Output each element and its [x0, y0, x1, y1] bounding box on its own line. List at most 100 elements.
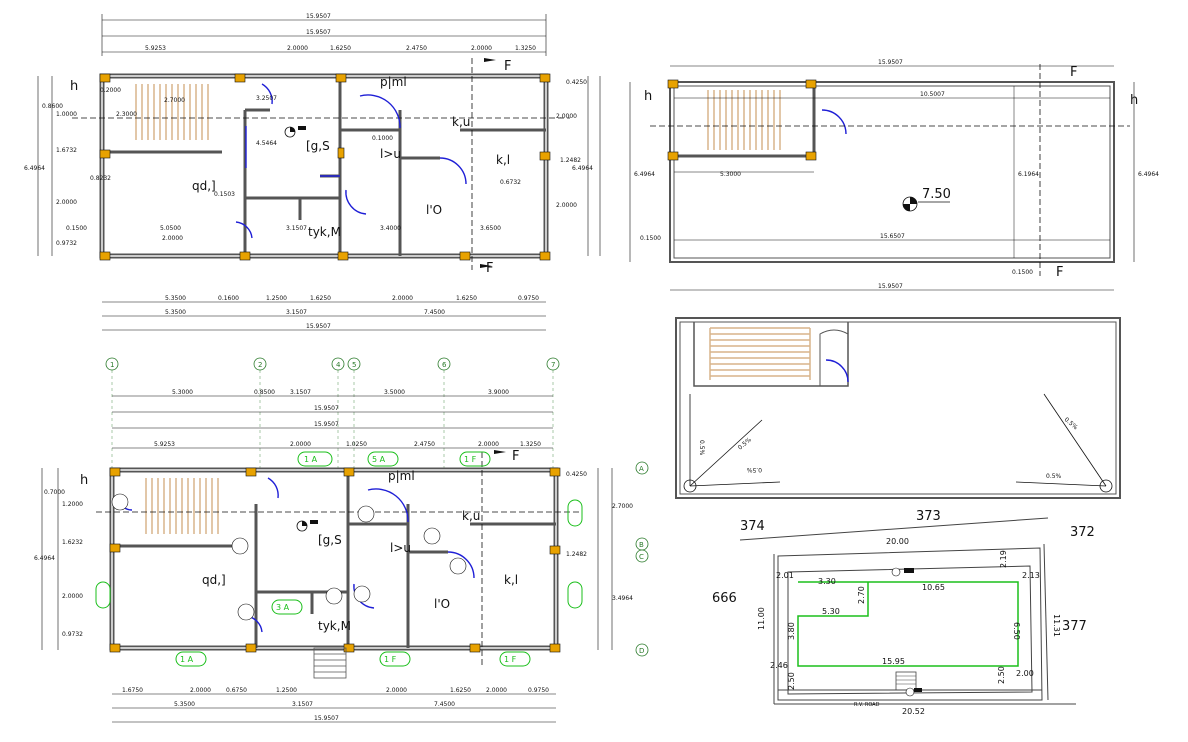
grid-number: 1: [110, 361, 114, 369]
dim-text: 2.4750: [406, 45, 427, 52]
level-symbol: [284, 126, 306, 138]
section-mark-f: F: [1056, 265, 1063, 280]
site-dim: 6.50: [1012, 622, 1021, 640]
dim-text: 7.4500: [434, 701, 455, 708]
grid-number: 7: [551, 361, 555, 369]
site-dim: 20.00: [886, 537, 909, 546]
dim-text: 15.9507: [314, 405, 339, 412]
site-dim: 2.01: [776, 571, 794, 580]
dim-text: 5.3500: [165, 295, 186, 302]
room-label: l'O: [426, 203, 442, 217]
slope-label: 0.5%: [737, 436, 753, 451]
dim-text: 1.3250: [515, 45, 536, 52]
site-dim: 2.46: [770, 661, 788, 670]
site-dim: 2.19: [999, 550, 1008, 568]
neighbour-plot: 373: [916, 509, 941, 524]
site-dim: 3.30: [818, 577, 836, 586]
dim-text: 15.9507: [314, 715, 339, 722]
dim-text: 0.1500: [640, 235, 661, 242]
dim-text: 0.8600: [42, 103, 63, 110]
grid-letter: B: [639, 541, 644, 549]
section-mark-f: F: [512, 449, 519, 464]
dim-text: 2.3000: [116, 111, 137, 118]
dim-text: 5.3000: [720, 171, 741, 178]
dim-text: 2.0000: [486, 687, 507, 694]
section-mark-f: F: [504, 59, 511, 74]
dim-text: 0.6750: [226, 687, 247, 694]
site-dim: 2.70: [857, 586, 866, 604]
room-label: k,u: [452, 115, 470, 129]
dim-text: 4.5464: [256, 140, 277, 147]
section-mark-f: F: [1070, 65, 1077, 80]
dim-text: 0.9750: [518, 295, 539, 302]
dim-text: 1.6232: [62, 539, 83, 546]
dim-text: 1.2000: [62, 501, 83, 508]
grid-number: 4: [336, 361, 341, 369]
room-label: k,u: [462, 509, 480, 523]
site-dim: 10.65: [922, 583, 945, 592]
dim-text: 5.3000: [172, 389, 193, 396]
stair-hatching: [135, 84, 209, 140]
grid-letter: A: [639, 465, 644, 473]
room-label: k,l: [496, 153, 510, 167]
annotation-tag: 1 A: [304, 455, 318, 464]
site-dim: 5.30: [822, 607, 840, 616]
room-label: l>u: [380, 147, 401, 161]
slope-label: 0.5%: [698, 440, 705, 456]
dim-text: 2.7000: [612, 503, 633, 510]
dim-text: 7.4500: [424, 309, 445, 316]
dim-text: 15.9507: [878, 59, 903, 66]
section-mark-h: h: [70, 79, 78, 94]
annotation-tag: 5 A: [372, 455, 386, 464]
level-symbol: [891, 567, 922, 697]
plan-top-right: 15.9507 15.9507 6.4964 6.4964: [629, 59, 1159, 291]
dim-text: 0.8500: [254, 389, 275, 396]
section-mark-f: F: [486, 261, 493, 276]
annotation-tag: 1 F: [504, 655, 517, 664]
grid-letter: D: [639, 647, 644, 655]
dim-text: 3.4964: [612, 595, 633, 602]
roof-plan: 0.5% 0.5% 0.5% 0.5% 0.5%: [675, 317, 1121, 499]
annotation-tag: 1 A: [180, 655, 194, 664]
dim-text: 2.0000: [471, 45, 492, 52]
dim-text: 3.6500: [480, 225, 501, 232]
dim-text: 1.6750: [122, 687, 143, 694]
neighbour-plot: 666: [712, 591, 737, 606]
dim-text: 5.9253: [145, 45, 166, 52]
room-label: p|ml: [380, 75, 407, 89]
dim-text: 3.1507: [286, 309, 307, 316]
dim-text: 0.9750: [528, 687, 549, 694]
dim-text: 1.2500: [276, 687, 297, 694]
section-mark-h: h: [644, 89, 652, 104]
neighbour-plot: 377: [1062, 619, 1087, 634]
annotation-tag: 3 A: [276, 603, 290, 612]
level-value: 7.50: [922, 187, 951, 202]
dim-text: 2.0000: [162, 235, 183, 242]
site-dim: 11.31: [1052, 614, 1061, 637]
dim-text: 0.1503: [214, 191, 235, 198]
room-label: [g,S: [306, 139, 330, 153]
dim-text: 0.2000: [100, 87, 121, 94]
room-label: k,l: [504, 573, 518, 587]
dim-text: 2.4750: [414, 441, 435, 448]
section-mark-h: h: [1130, 93, 1138, 108]
dim-text: 2.0000: [386, 687, 407, 694]
plan-bottom-left: 1 2 4 5 6 7 A B C D 5.3000 0.8500 3.1507: [34, 357, 649, 723]
dim-text: 2.0000: [556, 113, 577, 120]
room-label: p|ml: [388, 469, 415, 483]
dim-text: 0.1000: [372, 135, 393, 142]
dim-text: 15.9507: [306, 29, 331, 36]
dim-text: 6.4964: [24, 165, 45, 172]
dim-text: 2.0000: [290, 441, 311, 448]
dim-text: 2.0000: [62, 593, 83, 600]
dim-text: 0.8232: [90, 175, 111, 182]
site-dim: 2.50: [997, 666, 1006, 684]
dim-text: 1.6250: [456, 295, 477, 302]
site-dim: 15.95: [882, 657, 905, 666]
section-mark-h: h: [80, 473, 88, 488]
dim-text: 3.9000: [488, 389, 509, 396]
grid-number: 6: [442, 361, 447, 369]
plan-top-left-top-dims: 15.9507 15.9507 5.9253 2.0000 1.6250 2.4…: [145, 13, 536, 52]
dim-text: 2.0000: [392, 295, 413, 302]
